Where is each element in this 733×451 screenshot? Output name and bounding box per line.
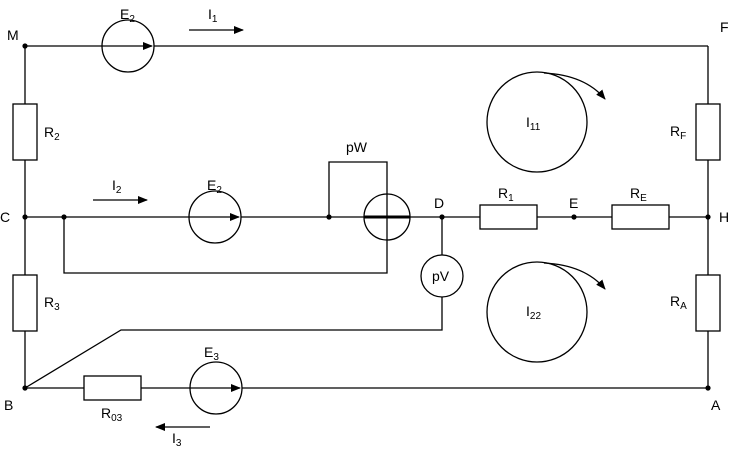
label-e2-top: E2: [120, 6, 135, 25]
node-label-d: D: [434, 195, 444, 211]
node-label-b: B: [4, 397, 13, 413]
label-voltmeter: pV: [432, 268, 450, 284]
label-i2: I2: [112, 177, 122, 196]
label-i1: I1: [208, 6, 218, 25]
source-e2-mid: [188, 190, 242, 244]
label-re: RE: [630, 185, 647, 204]
resistor-ra: [695, 274, 721, 332]
loop-current-i11: [486, 71, 606, 173]
label-i3: I3: [172, 430, 182, 449]
node-label-a: A: [711, 397, 721, 413]
label-r1: R1: [498, 185, 514, 204]
label-rf: RF: [670, 123, 686, 142]
label-i22: I22: [526, 303, 541, 322]
resistor-r03: [83, 375, 142, 401]
resistor-r3: [12, 274, 38, 332]
label-r2: R2: [44, 124, 60, 143]
source-e2-top: [101, 19, 155, 73]
label-e3-bottom: E3: [204, 344, 219, 363]
junction-dots: [22, 43, 711, 391]
voltmeter: [420, 254, 464, 298]
resistor-re: [611, 204, 670, 230]
loop-current-i22: [486, 261, 606, 363]
label-i11: I11: [526, 114, 541, 133]
label-ra: RA: [670, 293, 687, 312]
label-r03: R03: [101, 405, 123, 424]
label-wattmeter: pW: [346, 139, 368, 155]
resistor-r2: [12, 103, 38, 161]
node-label-h: H: [719, 209, 729, 225]
wattmeter: [363, 193, 411, 241]
node-label-m: M: [7, 27, 19, 43]
label-r3: R3: [44, 294, 60, 313]
node-label-c: C: [0, 209, 10, 225]
node-label-f: F: [720, 19, 729, 35]
label-e2-mid: E2: [207, 177, 222, 196]
resistor-r1: [479, 204, 538, 230]
node-label-e: E: [569, 195, 578, 211]
source-e3-bottom: [189, 361, 243, 415]
resistor-rf: [695, 103, 721, 161]
